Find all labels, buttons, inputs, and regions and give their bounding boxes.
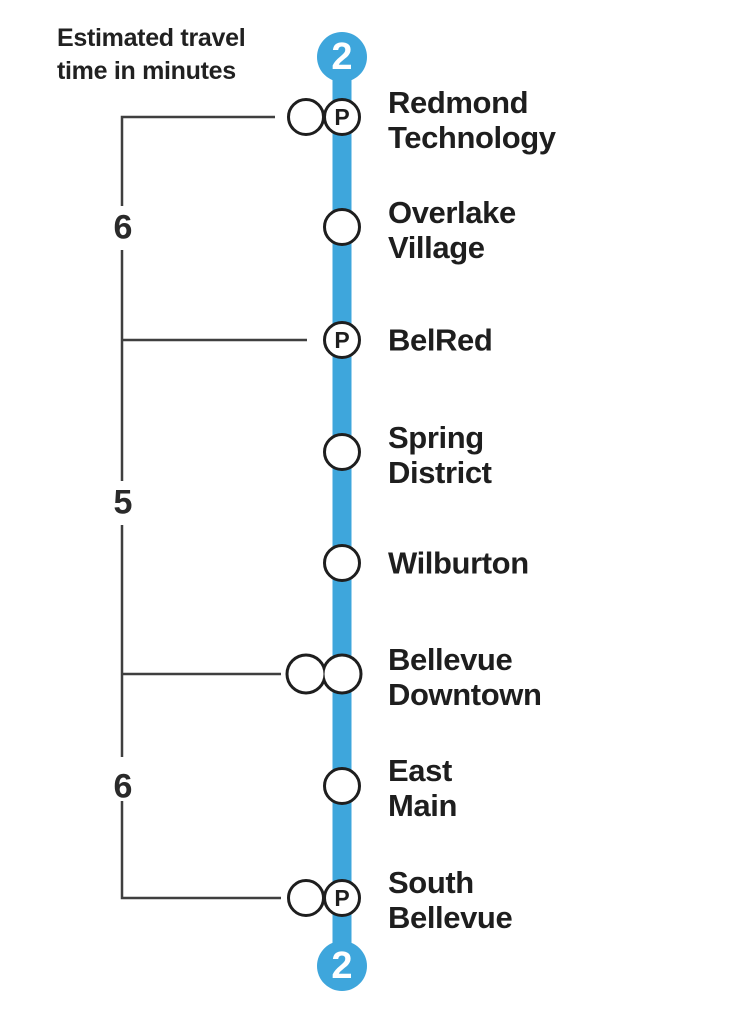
parking-circle — [323, 98, 361, 136]
station-marker-east-main — [323, 767, 361, 805]
parking-circle — [323, 879, 361, 917]
interchange-lobe-fill — [288, 656, 324, 692]
station-circle — [323, 208, 361, 246]
station-label-redmond-technology: Redmond Technology — [388, 85, 556, 155]
station-marker-bellevue-downtown — [285, 653, 363, 695]
station-circle — [323, 433, 361, 471]
station-label-wilburton: Wilburton — [388, 545, 529, 581]
station-label-bellevue-downtown: Bellevue Downtown — [388, 642, 542, 712]
bracket-path — [120, 115, 307, 900]
station-label-east-main: East Main — [388, 753, 458, 823]
travel-time-bracket — [120, 115, 307, 900]
station-circle — [323, 544, 361, 582]
line-badge-top: 2 — [317, 32, 367, 82]
interchange-lobe — [287, 879, 325, 917]
station-marker-belred: P — [323, 321, 361, 359]
station-marker-wilburton — [323, 544, 361, 582]
route-line — [332, 57, 352, 966]
station-circle — [323, 767, 361, 805]
station-label-overlake-village: Overlake Village — [388, 195, 516, 265]
parking-icon: P — [334, 104, 349, 130]
station-label-belred: BelRed — [388, 322, 493, 358]
station-label-south-bellevue: South Bellevue — [388, 865, 513, 935]
parking-icon: P — [334, 885, 349, 911]
travel-time-segment-1: 6 — [113, 208, 133, 247]
station-marker-overlake-village — [323, 208, 361, 246]
line-badge-bottom: 2 — [317, 941, 367, 991]
station-marker-spring-district — [323, 433, 361, 471]
travel-time-segment-3: 6 — [113, 767, 133, 806]
station-label-spring-district: Spring District — [388, 420, 492, 490]
legend-title: Estimated travel time in minutes — [57, 24, 246, 85]
parking-icon: P — [334, 327, 349, 353]
parking-circle — [323, 321, 361, 359]
station-marker-redmond-technology: P — [287, 98, 361, 136]
interchange-lobe — [287, 98, 325, 136]
interchange-lobe-fill — [324, 656, 360, 692]
station-marker-south-bellevue: P — [287, 879, 361, 917]
travel-time-segment-2: 5 — [113, 483, 133, 522]
